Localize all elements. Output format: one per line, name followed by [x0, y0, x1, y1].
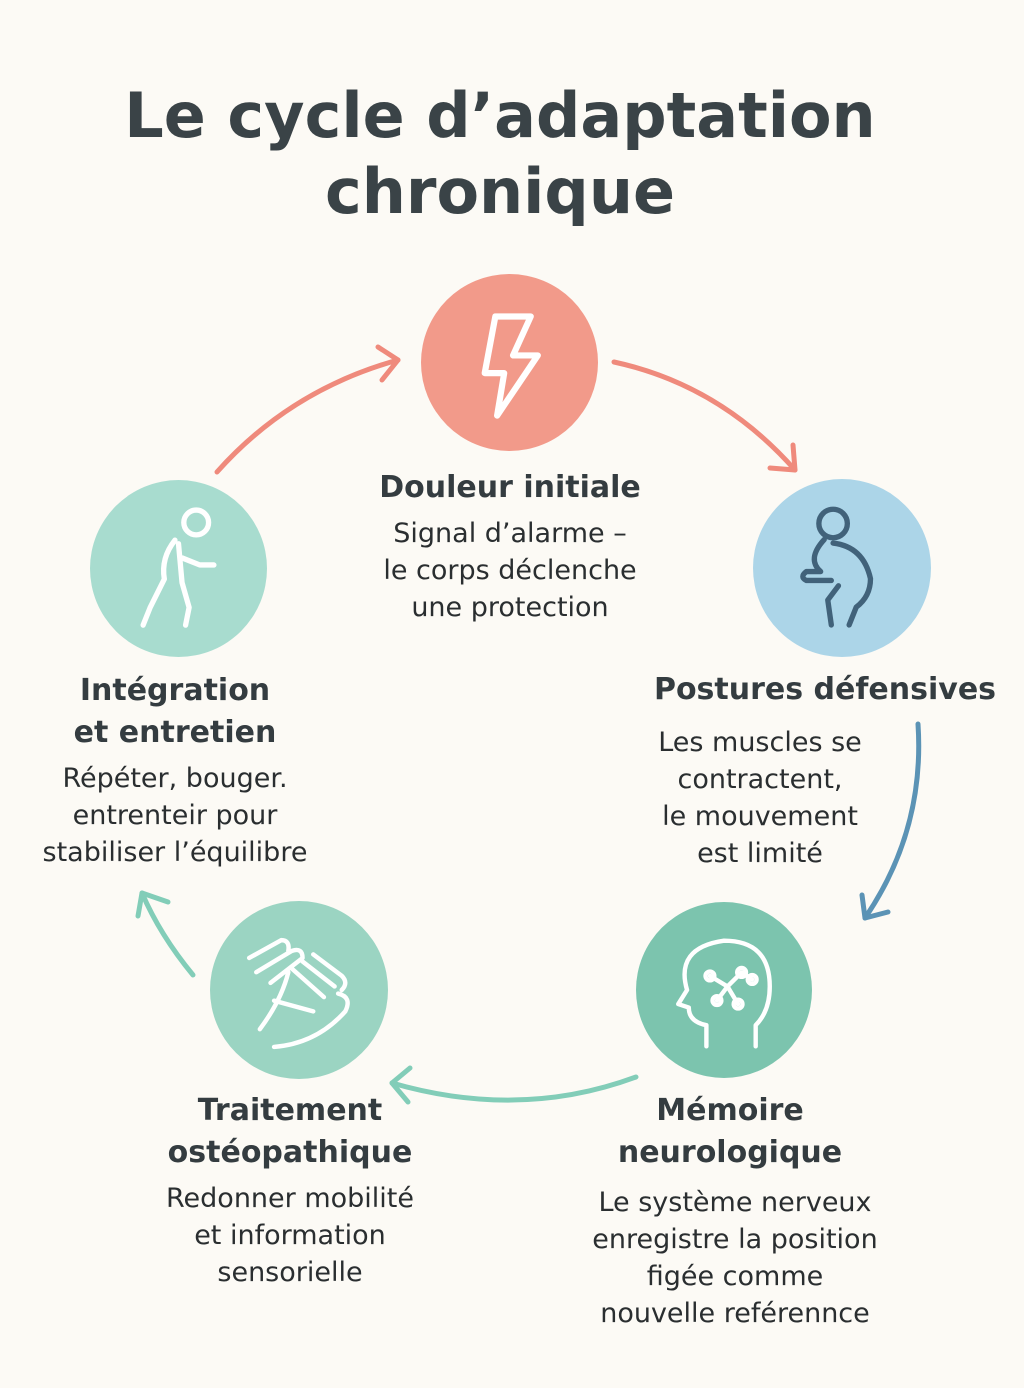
memoire-circle — [636, 902, 812, 1078]
text-line: figée comme — [646, 1261, 824, 1292]
heading-line: Traitement — [197, 1093, 383, 1128]
step-description: Les muscles se contractent, le mouvement… — [620, 724, 900, 872]
text-line: et information — [194, 1220, 386, 1251]
text-line: est limité — [697, 838, 823, 869]
step-description: Répéter, bouger. entrenteir pour stabili… — [20, 760, 330, 871]
step-postures: Postures défensives — [640, 669, 1010, 711]
text-line: stabiliser l’équilibre — [42, 837, 308, 868]
text-line: contractent, — [677, 764, 843, 795]
postures-circle — [753, 479, 931, 657]
text-line: nouvelle reférennce — [600, 1298, 870, 1329]
heading-line: neurologique — [617, 1135, 843, 1170]
text-line: sensorielle — [217, 1257, 363, 1288]
text-line: le mouvement — [662, 801, 858, 832]
text-line: Signal d’alarme – — [393, 518, 627, 549]
brain-head-icon — [676, 938, 772, 1049]
traitement-circle — [210, 901, 388, 1079]
heading-line: Intégration — [79, 673, 271, 708]
integration-circle — [90, 480, 267, 657]
arrow-traitement-to-integration — [139, 890, 196, 978]
text-line: le corps déclenche — [383, 555, 637, 586]
step-heading: Mémoire neurologique — [580, 1090, 880, 1174]
page-title: Le cycle d’adaptation chronique — [0, 78, 1000, 230]
heading-line: et entretien — [73, 715, 277, 750]
step-heading: Postures défensives — [653, 672, 997, 707]
text-line: Le système nerveux — [598, 1187, 872, 1218]
arrow-integration-to-douleur — [214, 357, 401, 475]
text-line: enregistre la position — [592, 1224, 878, 1255]
arrow-postures-to-memoire — [862, 721, 922, 921]
hands-icon — [246, 937, 350, 1050]
text-line: Les muscles se — [658, 727, 862, 758]
heading-line: ostéopathique — [167, 1135, 413, 1170]
arrow-douleur-to-postures — [611, 359, 798, 473]
walking-person-icon — [140, 507, 217, 628]
step-memoire-description: Le système nerveux enregistre la positio… — [570, 1178, 900, 1332]
text-line: Redonner mobilité — [166, 1183, 414, 1214]
heading-line: Mémoire — [656, 1093, 804, 1128]
step-douleur: Douleur initiale Signal d’alarme – le co… — [340, 467, 680, 626]
step-integration: Intégration et entretien Répéter, bouger… — [20, 670, 330, 871]
step-heading: Traitement ostéopathique — [140, 1090, 440, 1174]
step-description: Le système nerveux enregistre la positio… — [570, 1184, 900, 1332]
step-traitement: Traitement ostéopathique Redonner mobili… — [140, 1090, 440, 1291]
title-line-2: chronique — [324, 155, 676, 228]
step-memoire: Mémoire neurologique — [580, 1090, 880, 1174]
text-line: Répéter, bouger. — [62, 763, 288, 794]
step-description: Signal d’alarme – le corps déclenche une… — [340, 515, 680, 626]
step-heading: Douleur initiale — [379, 470, 641, 505]
step-description: Redonner mobilité et information sensori… — [140, 1180, 440, 1291]
step-heading: Intégration et entretien — [20, 670, 330, 754]
lightning-icon — [481, 313, 541, 419]
title-line-1: Le cycle d’adaptation — [124, 79, 876, 152]
hunched-person-icon — [800, 506, 874, 628]
text-line: une protection — [411, 592, 609, 623]
text-line: entrenteir pour — [72, 800, 278, 831]
step-postures-description: Les muscles se contractent, le mouvement… — [620, 718, 900, 872]
douleur-circle — [421, 274, 598, 451]
arrow-memoire-to-traitement — [389, 1074, 639, 1103]
